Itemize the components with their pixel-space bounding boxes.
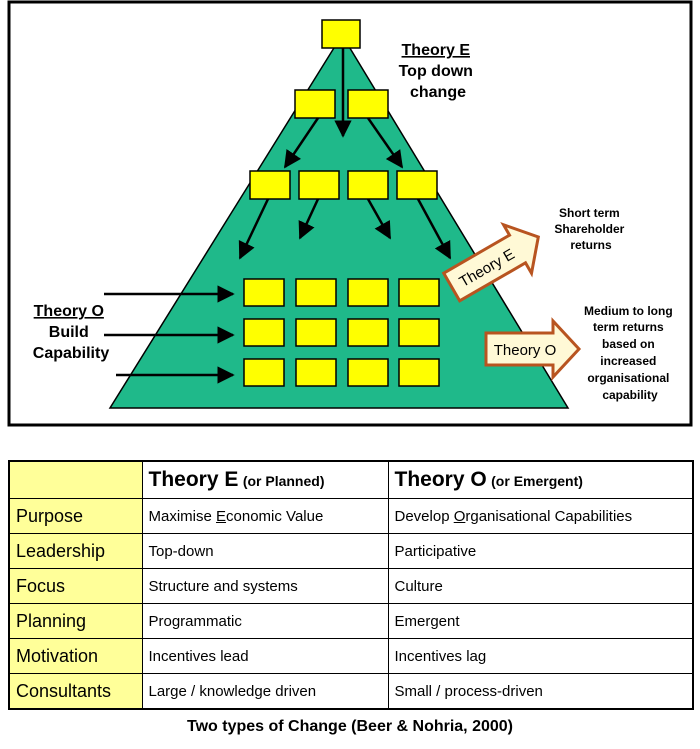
table-header-row: Theory E (or Planned) Theory O (or Emerg… (8, 460, 694, 499)
box-top (321, 19, 361, 49)
theory-o-left-label: Theory O Build Capability (33, 303, 110, 362)
box-level2 (347, 89, 389, 119)
theory-o-cell: Develop Organisational Capabilities (387, 498, 694, 534)
theory-e-outcome: Short term Shareholder returns (554, 206, 627, 252)
diagram-frame (7, 0, 693, 427)
build-capability-arrows (104, 285, 235, 384)
theory-o-cell: Culture (387, 568, 694, 604)
theory-e-cell: Programmatic (141, 603, 389, 639)
theory-e-cell: Structure and systems (141, 568, 389, 604)
grid-box (347, 318, 389, 347)
theory-o-cell: Small / process-driven (387, 673, 694, 710)
grid-box (295, 358, 337, 387)
box-level3 (396, 170, 438, 200)
theory-o-cell: Incentives lag (387, 638, 694, 674)
grid-box (243, 278, 285, 307)
grid-box (243, 318, 285, 347)
row-label: Motivation (8, 638, 143, 674)
comparison-table: Theory E (or Planned) Theory O (or Emerg… (8, 460, 694, 710)
top-down-arrows (238, 48, 452, 260)
box-level3 (249, 170, 291, 200)
grid-box (398, 278, 440, 307)
table-row: Leadership Top-down Participative (8, 533, 694, 569)
grid-box (398, 358, 440, 387)
table-row: Purpose Maximise Economic Value Develop … (8, 498, 694, 534)
grid-box (398, 318, 440, 347)
theory-o-arrow-label: Theory O (494, 342, 557, 359)
pyramid (108, 33, 570, 409)
grid-box (295, 318, 337, 347)
box-level3 (347, 170, 389, 200)
figure-caption: Two types of Change (Beer & Nohria, 2000… (187, 718, 513, 735)
box-level2 (294, 89, 336, 119)
grid-box (243, 358, 285, 387)
theory-o-outcome: Medium to long term returns based on inc… (584, 304, 676, 402)
theory-e-cell: Top-down (141, 533, 389, 569)
pyramid-diagram: Theory E Top down change Theory O Build … (7, 0, 693, 427)
table-corner-cell (8, 460, 143, 499)
theory-o-cell: Participative (387, 533, 694, 569)
theory-e-top-label: Theory E Top down change (399, 42, 478, 101)
header-theory-e: Theory E (or Planned) (141, 460, 389, 499)
row-label: Purpose (8, 498, 143, 534)
row-label: Leadership (8, 533, 143, 569)
theory-e-cell: Large / knowledge driven (141, 673, 389, 710)
table-row: Consultants Large / knowledge driven Sma… (8, 673, 694, 710)
theory-o-arrow: Theory O (484, 317, 582, 381)
row-label: Planning (8, 603, 143, 639)
table-row: Motivation Incentives lead Incentives la… (8, 638, 694, 674)
row-label: Focus (8, 568, 143, 604)
header-theory-o: Theory O (or Emergent) (387, 460, 694, 499)
theory-e-cell: Maximise Economic Value (141, 498, 389, 534)
theory-o-cell: Emergent (387, 603, 694, 639)
hierarchy-boxes (243, 19, 440, 387)
grid-box (295, 278, 337, 307)
grid-box (347, 358, 389, 387)
box-level3 (298, 170, 340, 200)
table-row: Focus Structure and systems Culture (8, 568, 694, 604)
grid-box (347, 278, 389, 307)
row-label: Consultants (8, 673, 143, 710)
theory-e-cell: Incentives lead (141, 638, 389, 674)
table-row: Planning Programmatic Emergent (8, 603, 694, 639)
